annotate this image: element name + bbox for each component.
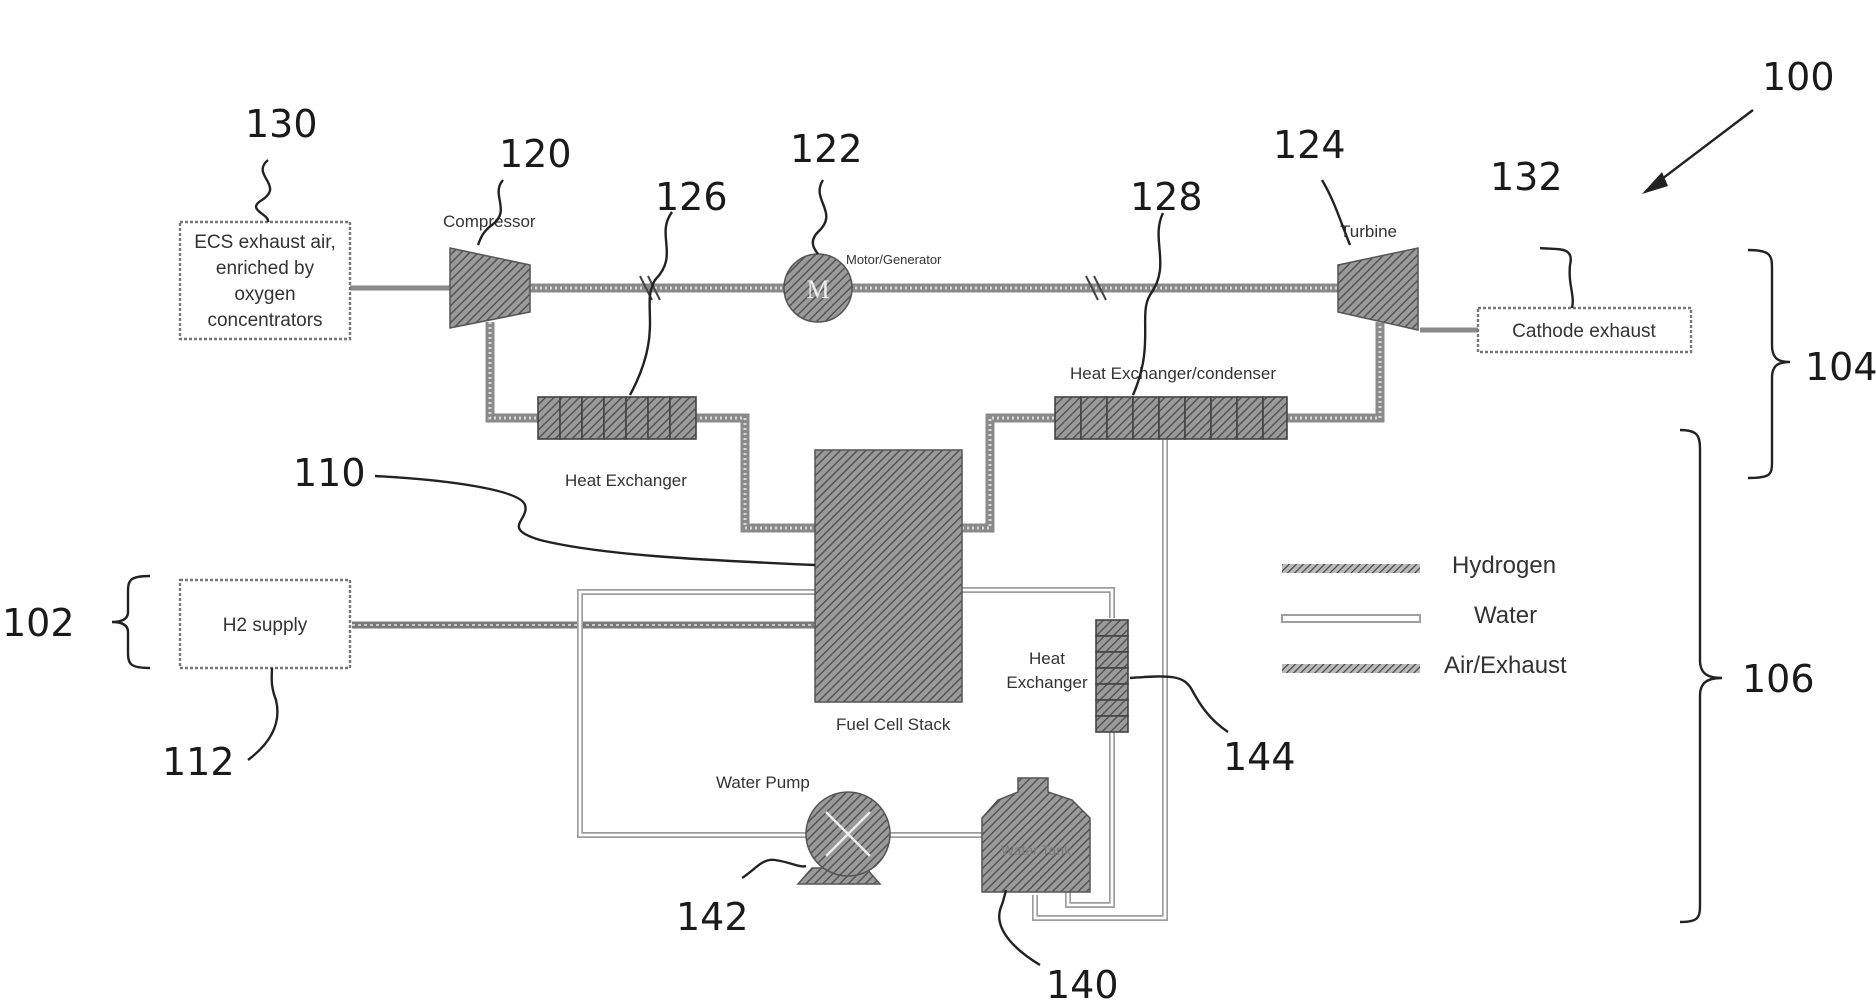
legend-air-exhaust-swatch (1282, 664, 1420, 673)
heat-exchanger-condenser-128: Heat Exchanger/condenser (1055, 364, 1287, 439)
heat-exchanger-126-label: Heat Exchanger (565, 471, 687, 490)
ecs-exhaust-label-4: concentrators (207, 310, 322, 331)
ref-124: 124 (1273, 123, 1346, 167)
ref-100: 100 (1762, 55, 1835, 99)
fuel-cell-stack: Fuel Cell Stack (815, 450, 962, 734)
ecs-exhaust-label-1: ECS exhaust air, (194, 232, 336, 253)
cathode-exhaust-label: Cathode exhaust (1512, 321, 1656, 342)
ecs-exhaust-label-3: oxygen (234, 284, 295, 305)
legend-hydrogen-label: Hydrogen (1452, 552, 1556, 579)
h2-supply-box: H2 supply (180, 580, 350, 668)
water-tank: Water Tank (982, 778, 1090, 892)
ref-122: 122 (790, 127, 863, 171)
cathode-exhaust-box: Cathode exhaust (1478, 308, 1691, 352)
heat-exchanger-144-label-1: Heat (1029, 649, 1065, 668)
heat-exchanger-144-label-2: Exchanger (1006, 673, 1088, 692)
ref-110: 110 (293, 451, 366, 495)
fuel-cell-stack-label: Fuel Cell Stack (836, 715, 951, 734)
ref-112: 112 (162, 740, 235, 784)
motor-symbol: M (806, 275, 829, 304)
h2-supply-label: H2 supply (223, 615, 308, 636)
heat-exchanger-condenser-label: Heat Exchanger/condenser (1070, 364, 1276, 383)
legend-air-exhaust-label: Air/Exhaust (1444, 652, 1567, 679)
legend-water-label: Water (1474, 602, 1537, 629)
water-tank-label: Water Tank (1001, 842, 1072, 858)
ecs-exhaust-label-2: enriched by (216, 258, 315, 279)
ref-106: 106 (1742, 657, 1815, 701)
ecs-exhaust-air-box: ECS exhaust air, enriched by oxygen conc… (180, 222, 350, 339)
ref-128: 128 (1130, 175, 1203, 219)
ref-142: 142 (676, 895, 749, 939)
heat-exchanger-144: Heat Exchanger (1006, 620, 1128, 732)
ref-144: 144 (1223, 735, 1296, 779)
ref-102: 102 (2, 601, 75, 645)
legend-water-swatch (1282, 615, 1420, 622)
ref-132: 132 (1490, 155, 1563, 199)
turbine: Turbine (1338, 222, 1418, 330)
heat-exchanger-126: Heat Exchanger (538, 397, 696, 490)
ref-126: 126 (655, 175, 728, 219)
legend: Hydrogen Water Air/Exhaust (1282, 552, 1567, 679)
legend-hydrogen-swatch (1282, 564, 1420, 573)
ref-130: 130 (245, 102, 318, 146)
water-pump-label: Water Pump (716, 773, 810, 792)
ref-104: 104 (1805, 345, 1876, 389)
compressor: Compressor (443, 212, 536, 328)
ref-120: 120 (499, 132, 572, 176)
motor-generator-label: Motor/Generator (846, 252, 942, 267)
ref-140: 140 (1046, 963, 1119, 1005)
